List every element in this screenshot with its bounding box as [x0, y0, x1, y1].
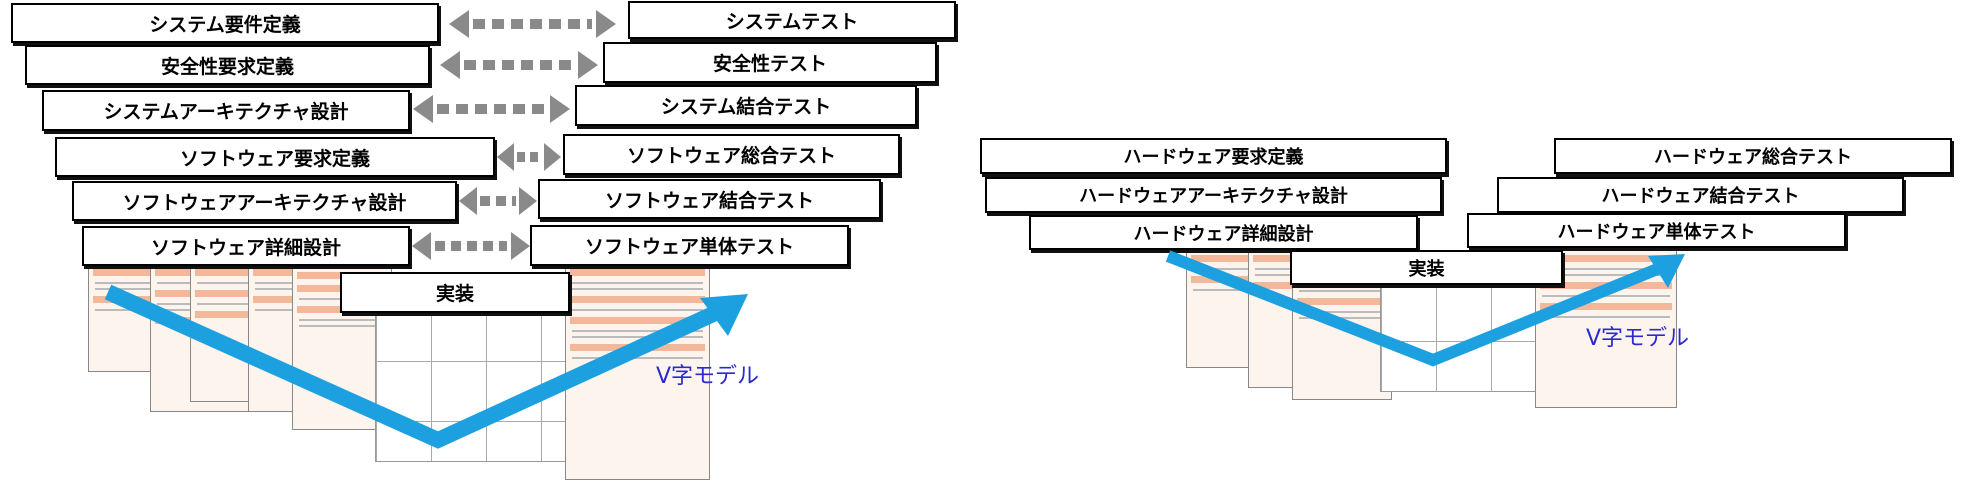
left-v-model-label: V字モデル [656, 364, 760, 389]
left-design-phase-system-architecture: システムアーキテクチャ設計 [42, 90, 410, 131]
left-design-phase-software-detailed-design: ソフトウェア詳細設計 [82, 226, 410, 266]
double-arrow-icon [459, 187, 537, 215]
double-arrow-icon [449, 10, 616, 38]
table-document-thumbnail [375, 300, 575, 462]
left-design-phase-system-requirements: システム要件定義 [11, 3, 439, 43]
double-arrow-icon [412, 232, 530, 260]
right-design-phase-hardware-requirements: ハードウェア要求定義 [980, 138, 1447, 174]
left-test-phase-software-qualification-test: ソフトウェア総合テスト [563, 134, 900, 175]
left-implementation-box: 実装 [340, 272, 570, 313]
double-arrow-icon [413, 95, 570, 123]
left-test-phase-software-unit-test: ソフトウェア単体テスト [530, 225, 849, 266]
right-v-model-label: V字モデル [1586, 326, 1690, 351]
left-test-phase-safety-test: 安全性テスト [603, 42, 937, 83]
double-arrow-icon [440, 51, 598, 79]
left-design-phase-software-architecture: ソフトウェアアーキテクチャ設計 [72, 181, 457, 221]
right-test-phase-hardware-unit-test: ハードウェア単体テスト [1467, 213, 1846, 248]
left-test-phase-system-test: システムテスト [628, 1, 956, 39]
right-implementation-box: 実装 [1290, 250, 1563, 285]
left-test-phase-software-integration-test: ソフトウェア結合テスト [538, 179, 881, 219]
right-design-phase-hardware-detailed-design: ハードウェア詳細設計 [1029, 215, 1418, 250]
double-arrow-icon [497, 143, 561, 171]
right-test-phase-hardware-qualification-test: ハードウェア総合テスト [1554, 138, 1952, 174]
left-design-phase-safety-requirements: 安全性要求定義 [25, 45, 430, 85]
document-thumbnail [1292, 270, 1392, 400]
left-test-phase-system-integration-test: システム結合テスト [575, 85, 917, 126]
table-document-thumbnail [1380, 280, 1540, 392]
left-design-phase-software-requirements: ソフトウェア要求定義 [55, 137, 495, 177]
right-design-phase-hardware-architecture: ハードウェアアーキテクチャ設計 [985, 177, 1442, 213]
right-test-phase-hardware-integration-test: ハードウェア結合テスト [1497, 177, 1904, 213]
